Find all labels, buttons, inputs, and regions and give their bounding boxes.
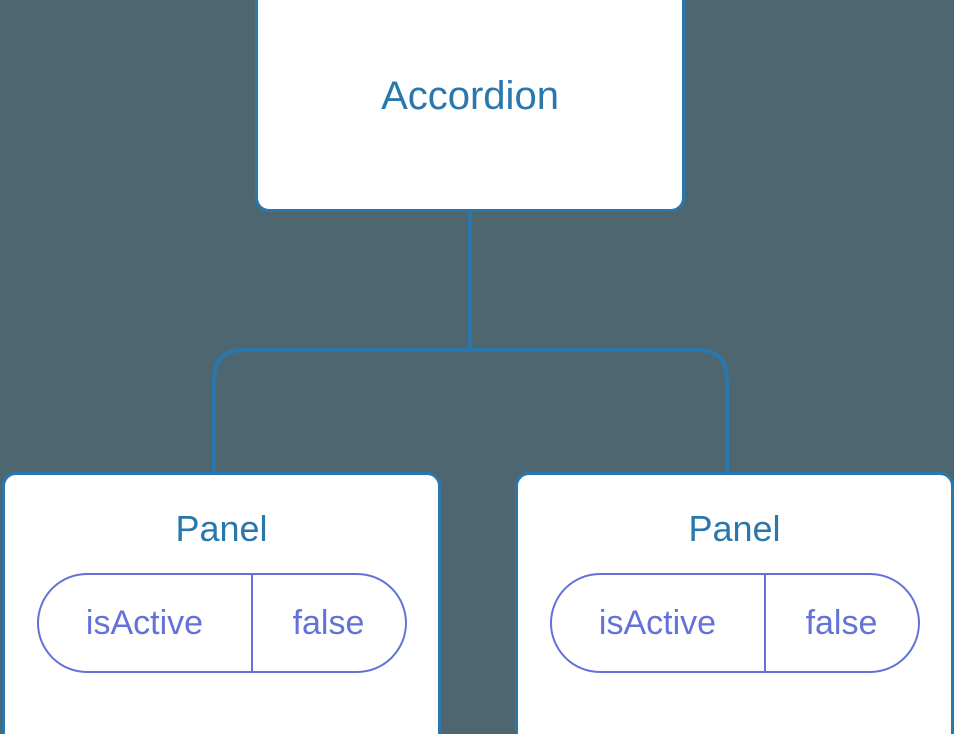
node-accordion[interactable]: Accordion: [255, 0, 685, 212]
state-value-panel-2: false: [805, 604, 878, 642]
state-badge-panel-1[interactable]: isActive false: [36, 573, 407, 673]
state-key-panel-1: isActive: [39, 575, 253, 671]
node-panel-2-title: Panel: [688, 508, 781, 549]
node-panel-1[interactable]: Panel isActive false: [2, 472, 441, 734]
state-key-panel-2: isActive: [552, 575, 766, 671]
connector-to-left-panel: [212, 348, 470, 474]
node-accordion-title: Accordion: [381, 74, 559, 118]
connector-to-right-panel: [470, 348, 729, 474]
node-panel-2[interactable]: Panel isActive false: [515, 472, 954, 734]
state-value-panel-1: false: [292, 604, 365, 642]
node-panel-1-title: Panel: [175, 508, 268, 549]
state-badge-panel-2[interactable]: isActive false: [549, 573, 920, 673]
